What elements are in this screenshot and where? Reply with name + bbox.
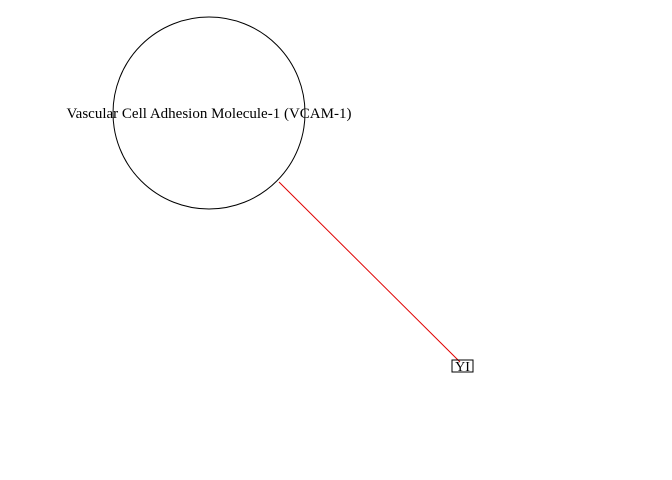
node-yi-box [451, 359, 474, 373]
node-vcam1-circle [112, 16, 306, 210]
node-yi-label: YI [455, 360, 470, 375]
edge-vcam1-yi [278, 181, 461, 363]
node-vcam1[interactable]: Vascular Cell Adhesion Molecule-1 (VCAM-… [67, 16, 352, 210]
node-vcam1-label: Vascular Cell Adhesion Molecule-1 (VCAM-… [67, 106, 352, 122]
node-yi[interactable]: YI [451, 359, 474, 375]
